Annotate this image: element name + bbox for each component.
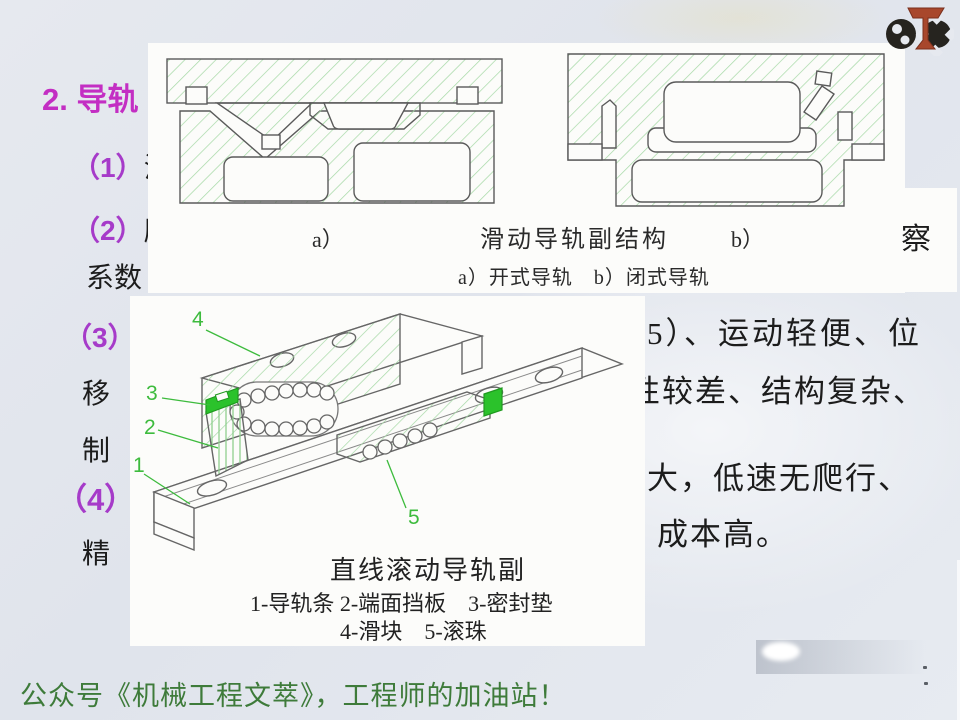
right-text-line: 大，低速无爬行、	[647, 461, 911, 496]
rail-bolt-hole	[196, 479, 228, 497]
seal-slot	[214, 390, 230, 403]
part-label-3: 3	[146, 382, 158, 405]
logo-anvil	[907, 7, 945, 50]
notch	[456, 86, 479, 105]
right-edge-strip	[957, 560, 960, 720]
gear-anvil-logo	[886, 7, 954, 56]
notch	[185, 86, 208, 105]
left-item-1: （1）滑	[72, 146, 148, 186]
right-step	[851, 143, 885, 161]
right-channel	[837, 111, 853, 141]
item-text-fragment: 滑	[144, 153, 148, 184]
slider-lower-wing	[336, 391, 491, 463]
bottom-figure-title: 直线滚动导轨副	[330, 556, 527, 585]
item-marker: （3）	[64, 322, 136, 353]
item-text-fragment: 摩	[144, 216, 148, 247]
top-figure-legend: a）开式导轨 b）闭式导轨	[458, 267, 710, 289]
part-label-5: 5	[408, 506, 420, 529]
item-marker: （2）	[72, 215, 144, 246]
right-text-line: 成本高。	[657, 517, 789, 552]
left-text-fragment: 系数	[86, 263, 143, 294]
logo-gear-hole	[900, 35, 910, 45]
wechat-footer-banner: 公众号《机械工程文萃》，工程师的加油站！	[20, 681, 567, 711]
rail-end-step	[153, 520, 195, 552]
left-step	[567, 143, 603, 161]
left-item-3: （3）	[64, 316, 148, 356]
left-text-fragment: 移	[82, 379, 111, 410]
slide-heading: 2. 导轨	[42, 82, 139, 117]
linear-rolling-guideway-diagram: 4 3 2 1 5	[133, 308, 625, 552]
left-item-4: （4）	[56, 474, 130, 519]
left-text-fragment: 制	[82, 436, 111, 467]
open-guideway-diagram	[166, 58, 503, 204]
part-label-2: 2	[144, 416, 156, 439]
item-marker: （1）	[72, 152, 144, 183]
figure-a-label: a）	[312, 227, 344, 252]
right-text-clipped: 性较差、结构复杂、	[645, 374, 926, 409]
logo-gear-hole	[892, 24, 902, 34]
v-prism	[214, 102, 314, 142]
right-text-line: 5）、运动轻便、位	[647, 316, 922, 351]
lower-pocket	[631, 159, 823, 203]
slider-right-face	[461, 335, 483, 375]
part-label-4: 4	[192, 308, 204, 331]
rail-bolt-hole	[534, 366, 564, 384]
seal-gasket-right	[483, 387, 503, 417]
wedge-channel	[803, 85, 835, 121]
right-edge-panel	[903, 188, 957, 292]
base-pocket	[223, 156, 329, 202]
left-channel	[601, 99, 617, 149]
artifact-dot	[924, 682, 928, 685]
left-item-2: （2）摩	[72, 209, 148, 249]
bottom-figure-legend-line2: 4-滑块 5-滚珠	[340, 619, 487, 644]
top-figure-title: 滑动导轨副结构	[480, 227, 669, 253]
part-labels: 4 3 2 1 5	[133, 308, 420, 529]
bottom-figure-legend-line1: 1-导轨条 2-端面挡板 3-密封垫	[250, 591, 553, 616]
figure-b-label: b）	[731, 227, 765, 252]
item-marker: （4）	[56, 482, 130, 517]
part-label-1: 1	[133, 454, 145, 477]
leader-lines	[143, 329, 407, 509]
logo-left-gear	[886, 19, 916, 49]
gib-square	[261, 134, 281, 150]
tongue-pocket	[322, 102, 410, 130]
artifact-dot	[923, 666, 927, 669]
tongue-body	[663, 81, 801, 143]
left-text-fragment: 精	[82, 539, 111, 570]
closed-guideway-diagram	[567, 53, 885, 207]
right-text-line: 性较差、结构复杂、	[645, 366, 945, 411]
base-pocket	[353, 142, 471, 202]
slider-band	[166, 58, 503, 104]
bottom-right-highlight	[762, 642, 800, 661]
ball-row	[362, 422, 438, 460]
gib-square	[814, 70, 833, 87]
linear-rolling-guideway-figure-panel: 4 3 2 1 5 直线滚动导轨副 1-导轨条 2-端面挡板 3-密封垫 4-滑…	[130, 296, 645, 646]
sliding-guideway-figure-panel: a） b） 滑动导轨副结构 a）开式导轨 b）闭式导轨	[148, 43, 905, 293]
right-text-fragment: 察	[901, 223, 931, 256]
